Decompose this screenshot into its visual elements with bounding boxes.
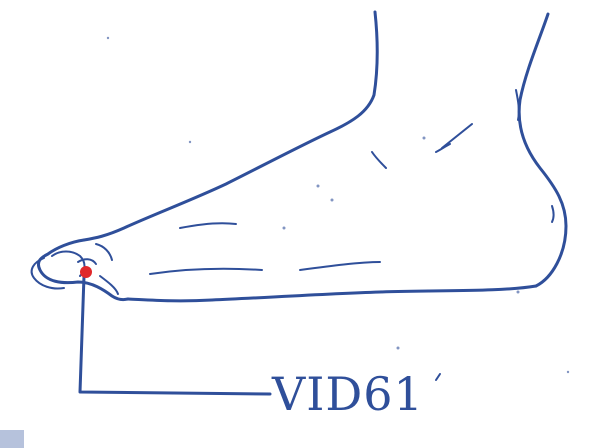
speck	[107, 37, 109, 39]
toenail-outline	[78, 259, 96, 264]
ankle-mark	[372, 152, 386, 168]
speck	[423, 137, 426, 140]
speck	[189, 141, 191, 143]
instep-line	[300, 262, 380, 270]
point-label: VID61	[271, 367, 424, 421]
sole-outline	[128, 286, 536, 301]
toe-crease	[96, 244, 112, 260]
arch-line	[180, 223, 236, 228]
heel-back-outline	[519, 14, 566, 286]
speck	[517, 291, 520, 294]
toe-outline	[32, 258, 64, 289]
speck	[317, 185, 320, 188]
instep-line	[150, 269, 262, 274]
toe-outline	[52, 252, 85, 277]
ankle-mark	[442, 124, 472, 148]
speck	[331, 199, 334, 202]
acupoint-marker	[80, 266, 92, 278]
scan-artifact	[0, 430, 24, 448]
ankle-mark	[436, 144, 450, 152]
speck	[567, 371, 569, 373]
label-tick	[436, 374, 440, 380]
shin-front-outline	[84, 12, 377, 240]
ankle-mark	[516, 90, 519, 120]
heel-mark	[552, 206, 554, 222]
speck	[283, 227, 286, 230]
speck	[397, 347, 400, 350]
